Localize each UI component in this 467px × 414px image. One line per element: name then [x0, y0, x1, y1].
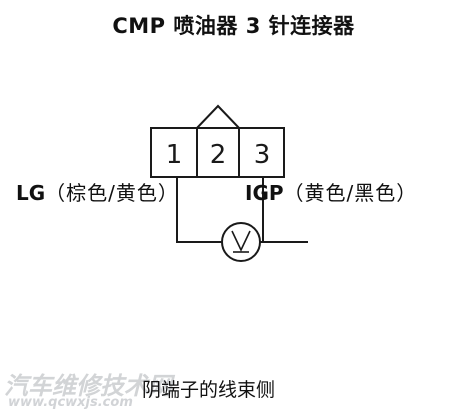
watermark-logo-text: 汽车维修技术网 — [4, 372, 172, 400]
wire-colors-left: （棕色/黄色） — [45, 181, 179, 205]
title-suffix: 针连接器 — [268, 14, 355, 38]
connector-lock-tab — [196, 104, 240, 129]
voltmeter-icon — [221, 222, 261, 262]
title-middle: 喷油器 — [173, 14, 238, 38]
pin-3-label: 3 — [254, 140, 271, 170]
watermark-url: www.qcwxjs.com — [8, 395, 133, 410]
wire-label-left: LG（棕色/黄色） — [16, 177, 179, 206]
title-prefix: CMP — [112, 14, 166, 38]
wire-code-right: IGP — [245, 181, 284, 205]
wire-label-right: IGP（黄色/黑色） — [245, 177, 417, 206]
footer-note: 阴端子的线束侧 — [142, 379, 276, 401]
voltmeter-v-symbol — [231, 230, 251, 252]
pin-2-label: 2 — [210, 140, 227, 170]
wire-colors-right: （黄色/黑色） — [283, 181, 418, 205]
title-pin-count: 3 — [245, 14, 261, 38]
wire-code-left: LG — [16, 181, 46, 205]
diagram-title: CMP 喷油器 3 针连接器 — [0, 10, 467, 40]
lead-left — [176, 177, 222, 243]
pin-1-label: 1 — [166, 140, 183, 170]
